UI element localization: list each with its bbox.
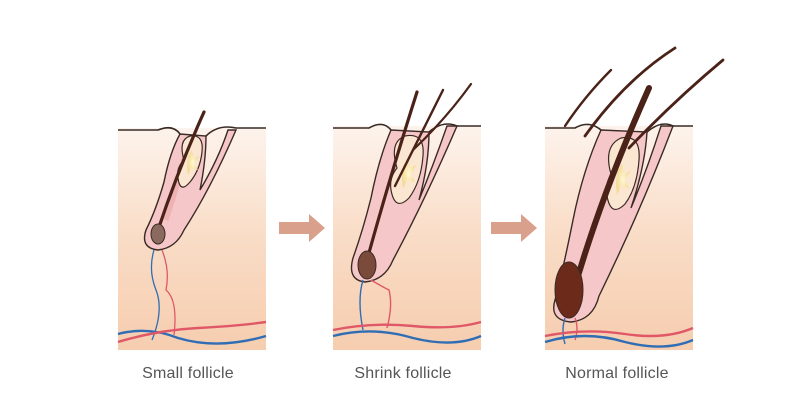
hair-bulb [357, 250, 377, 280]
hair-shaft [156, 110, 206, 232]
caption-normal-follicle: Normal follicle [565, 365, 669, 382]
blue-vessel [117, 329, 267, 345]
right-arrow-icon [279, 213, 327, 243]
blue-vessel [544, 334, 694, 348]
caption-shrink-follicle: Shrink follicle [354, 365, 452, 382]
hair-shaft-2 [583, 46, 677, 138]
gland-glow [187, 150, 199, 175]
small-follicle-illustration [117, 110, 267, 350]
hair-bulb [150, 223, 166, 245]
blue-vessel-branch [562, 317, 566, 345]
red-vessel [117, 320, 267, 344]
red-vessel [332, 320, 482, 332]
caption-small-follicle: Small follicle [142, 365, 234, 382]
red-vessel-branch [370, 279, 392, 329]
hair-shaft-3 [627, 58, 725, 150]
small-follicle-panel [117, 90, 268, 352]
follicle-sheath [350, 125, 459, 283]
hair-bulb [554, 261, 584, 319]
hair-shaft-2 [393, 88, 445, 188]
right-arrow-icon [491, 213, 539, 243]
normal-follicle-panel [544, 46, 725, 352]
follicle-sheath [553, 125, 675, 323]
gland-glow [616, 164, 630, 195]
hair-shaft [365, 90, 419, 262]
hair-shaft-3 [411, 82, 473, 152]
red-vessel-branch [574, 317, 578, 341]
shrink-follicle-illustration [332, 82, 482, 350]
shrink-follicle-panel [332, 82, 483, 352]
epidermis-line [118, 126, 266, 137]
blue-vessel-branch [150, 249, 160, 341]
red-vessel [544, 326, 694, 338]
hair-shaft-4 [563, 68, 613, 128]
red-vessel-branch [161, 249, 176, 336]
blue-vessel [332, 330, 482, 344]
normal-follicle-illustration [544, 46, 725, 350]
